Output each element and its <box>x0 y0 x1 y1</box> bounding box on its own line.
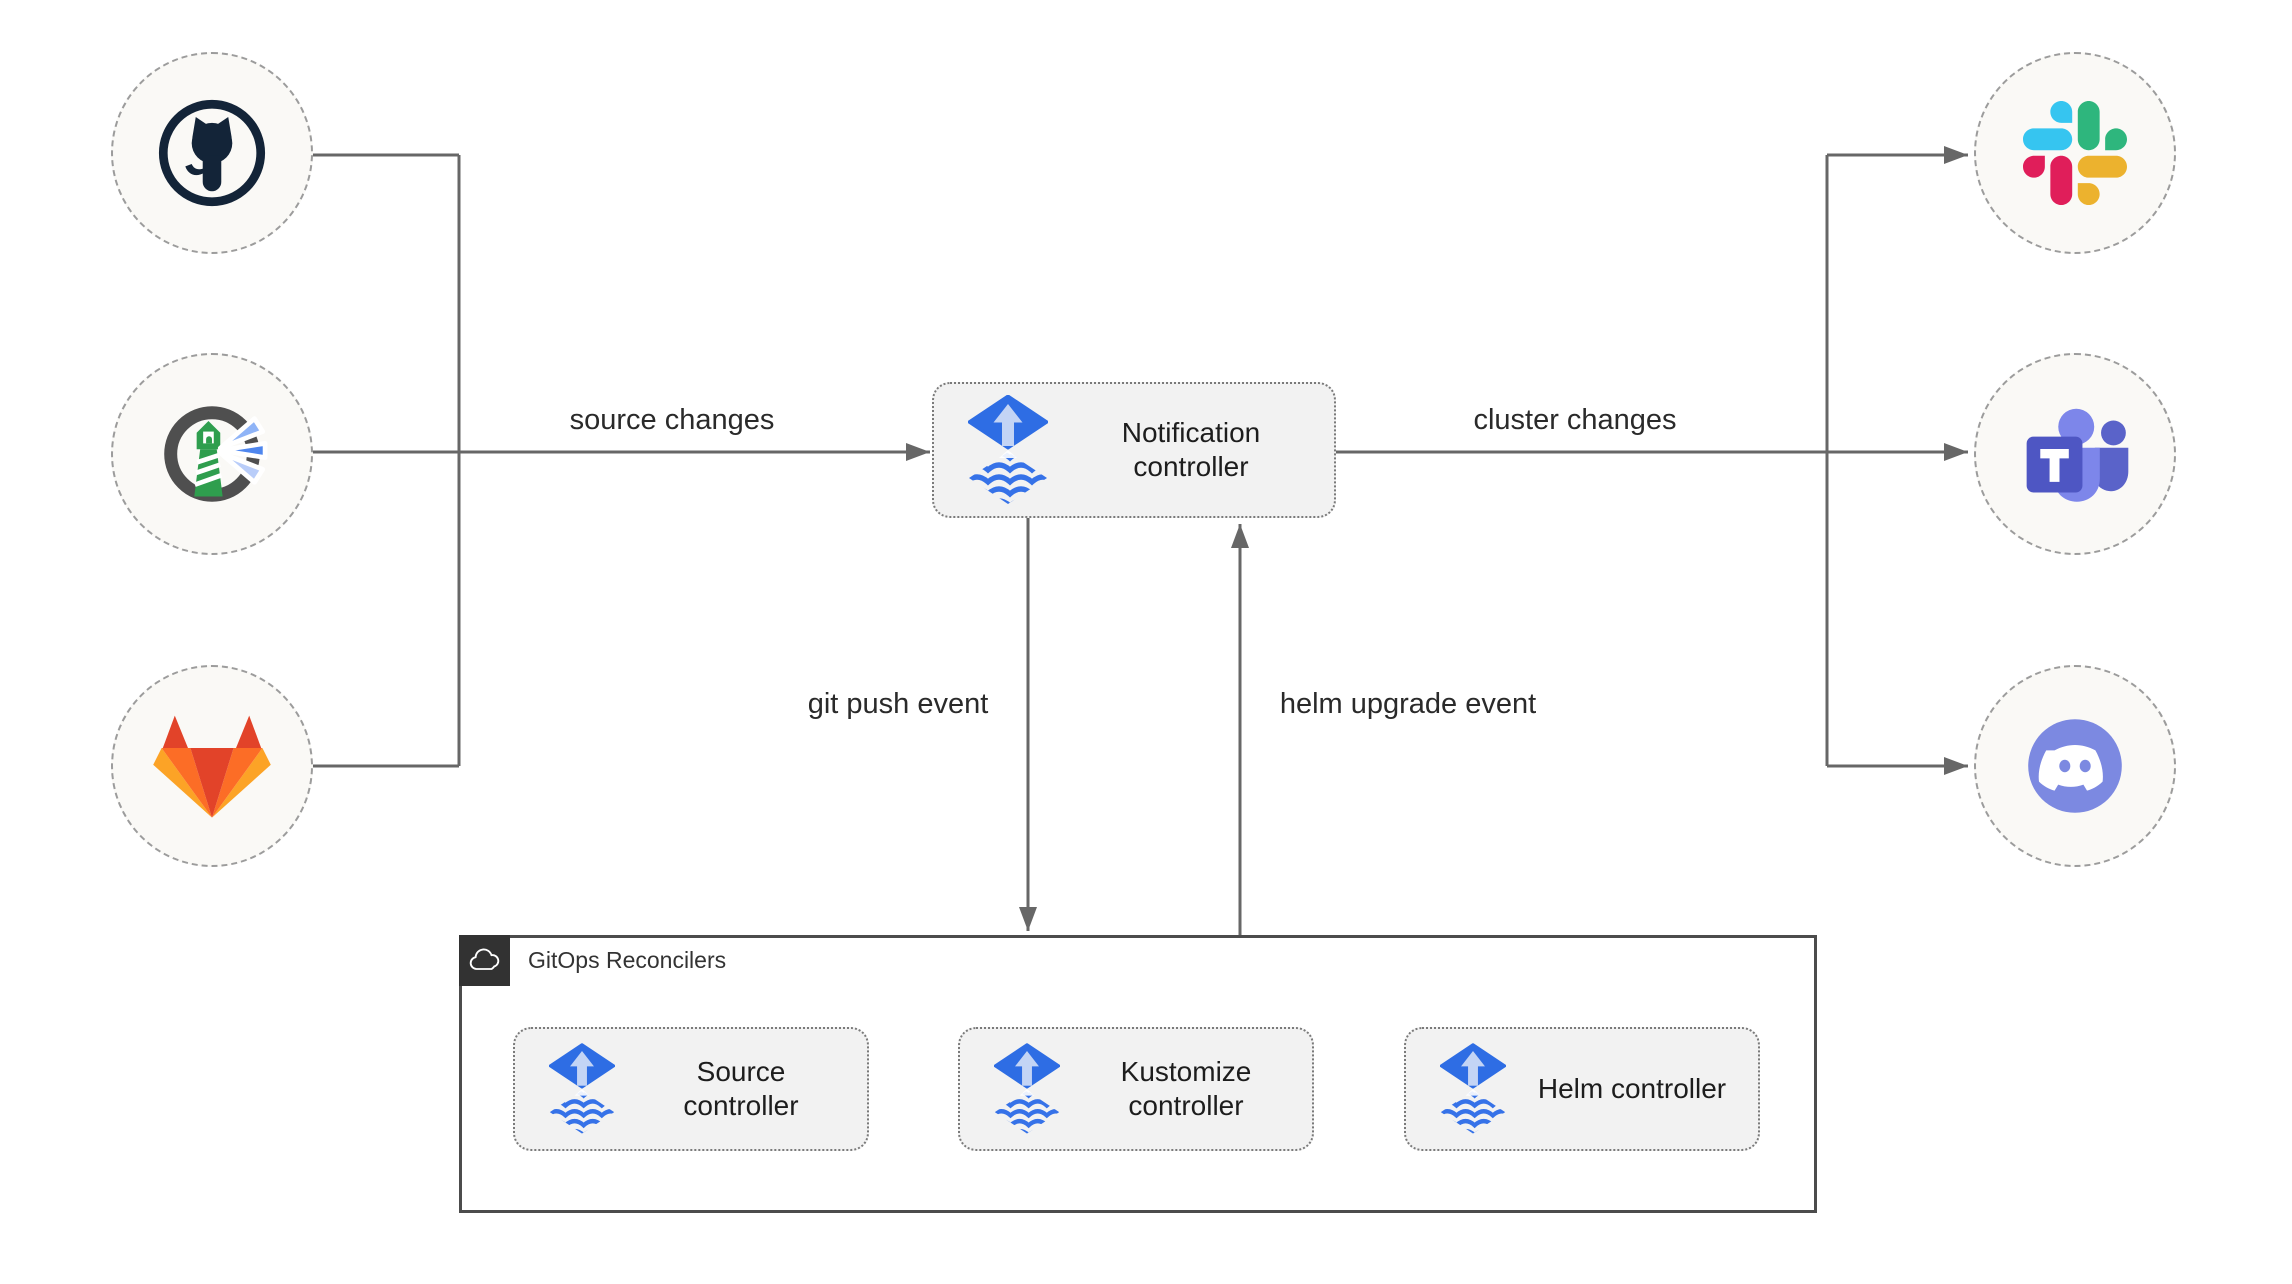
edge-label-git-push-event: git push event <box>807 688 989 720</box>
cloud-icon <box>468 948 502 973</box>
teams-icon <box>2013 392 2137 516</box>
edge-label-cluster-changes: cluster changes <box>1473 404 1677 436</box>
node-discord <box>1974 665 2176 867</box>
helm-controller-label: Helm controller <box>1537 1072 1727 1104</box>
flux-icon <box>1440 1043 1506 1135</box>
flux-icon <box>994 1043 1060 1135</box>
node-helm-controller: Helm controller <box>1404 1027 1760 1151</box>
discord-icon <box>2015 706 2135 826</box>
node-notification-controller: Notification controller <box>932 382 1336 518</box>
edge-label-helm-upgrade-event: helm upgrade event <box>1279 688 1537 720</box>
flux-icon <box>549 1043 615 1135</box>
edge-label-source-changes: source changes <box>569 404 775 436</box>
node-gitlab <box>111 665 313 867</box>
group-tab <box>459 935 510 986</box>
node-github <box>111 52 313 254</box>
node-kustomize-controller: Kustomize controller <box>958 1027 1314 1151</box>
node-slack <box>1974 52 2176 254</box>
node-teams <box>1974 353 2176 555</box>
slack-icon <box>2023 101 2127 205</box>
node-harbor <box>111 353 313 555</box>
flux-icon <box>968 395 1048 505</box>
gitops-reconcilers-group: GitOps Reconcilers Source controller Kus… <box>459 935 1817 1213</box>
github-icon <box>154 95 270 211</box>
node-source-controller: Source controller <box>513 1027 869 1151</box>
kustomize-controller-label: Kustomize controller <box>1120 1055 1252 1121</box>
group-title: GitOps Reconcilers <box>528 947 727 973</box>
source-controller-label: Source controller <box>683 1055 799 1121</box>
harbor-icon <box>153 395 271 513</box>
notification-controller-label: Notification controller <box>1121 416 1261 482</box>
gitlab-icon <box>152 712 272 820</box>
